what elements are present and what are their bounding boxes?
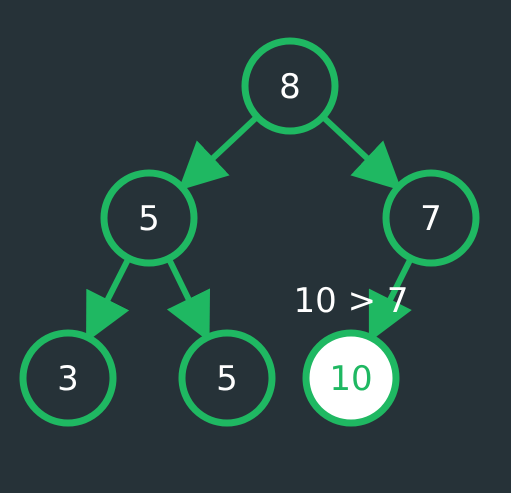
node-label: 3 (57, 359, 79, 399)
tree-node-n4: 3 (19, 329, 117, 427)
node-label: 5 (216, 359, 238, 399)
edge-n3-n6 (368, 256, 414, 343)
edges-layer (86, 114, 414, 343)
node-circle (100, 169, 198, 267)
node-circle (241, 37, 339, 135)
edge-n1-n2 (178, 114, 260, 191)
node-label: 8 (279, 67, 301, 107)
edge-n2-n4 (86, 256, 132, 343)
tree-node-n2: 5 (100, 169, 198, 267)
comparison-annotation: 10 > 7 (294, 281, 409, 321)
tree-node-n3: 7 (382, 169, 480, 267)
node-label: 10 (329, 359, 372, 399)
nodes-layer: 8 5 7 3 5 10 (19, 37, 480, 427)
edge-n1-n3 (320, 114, 402, 191)
node-label: 5 (138, 199, 160, 239)
tree-node-n1: 8 (241, 37, 339, 135)
tree-node-n6: 10 (302, 329, 400, 427)
node-label: 7 (420, 199, 442, 239)
tree-node-n5: 5 (178, 329, 276, 427)
node-circle (302, 329, 400, 427)
node-circle (382, 169, 480, 267)
edge-n2-n5 (166, 257, 211, 343)
node-circle (178, 329, 276, 427)
node-circle (19, 329, 117, 427)
